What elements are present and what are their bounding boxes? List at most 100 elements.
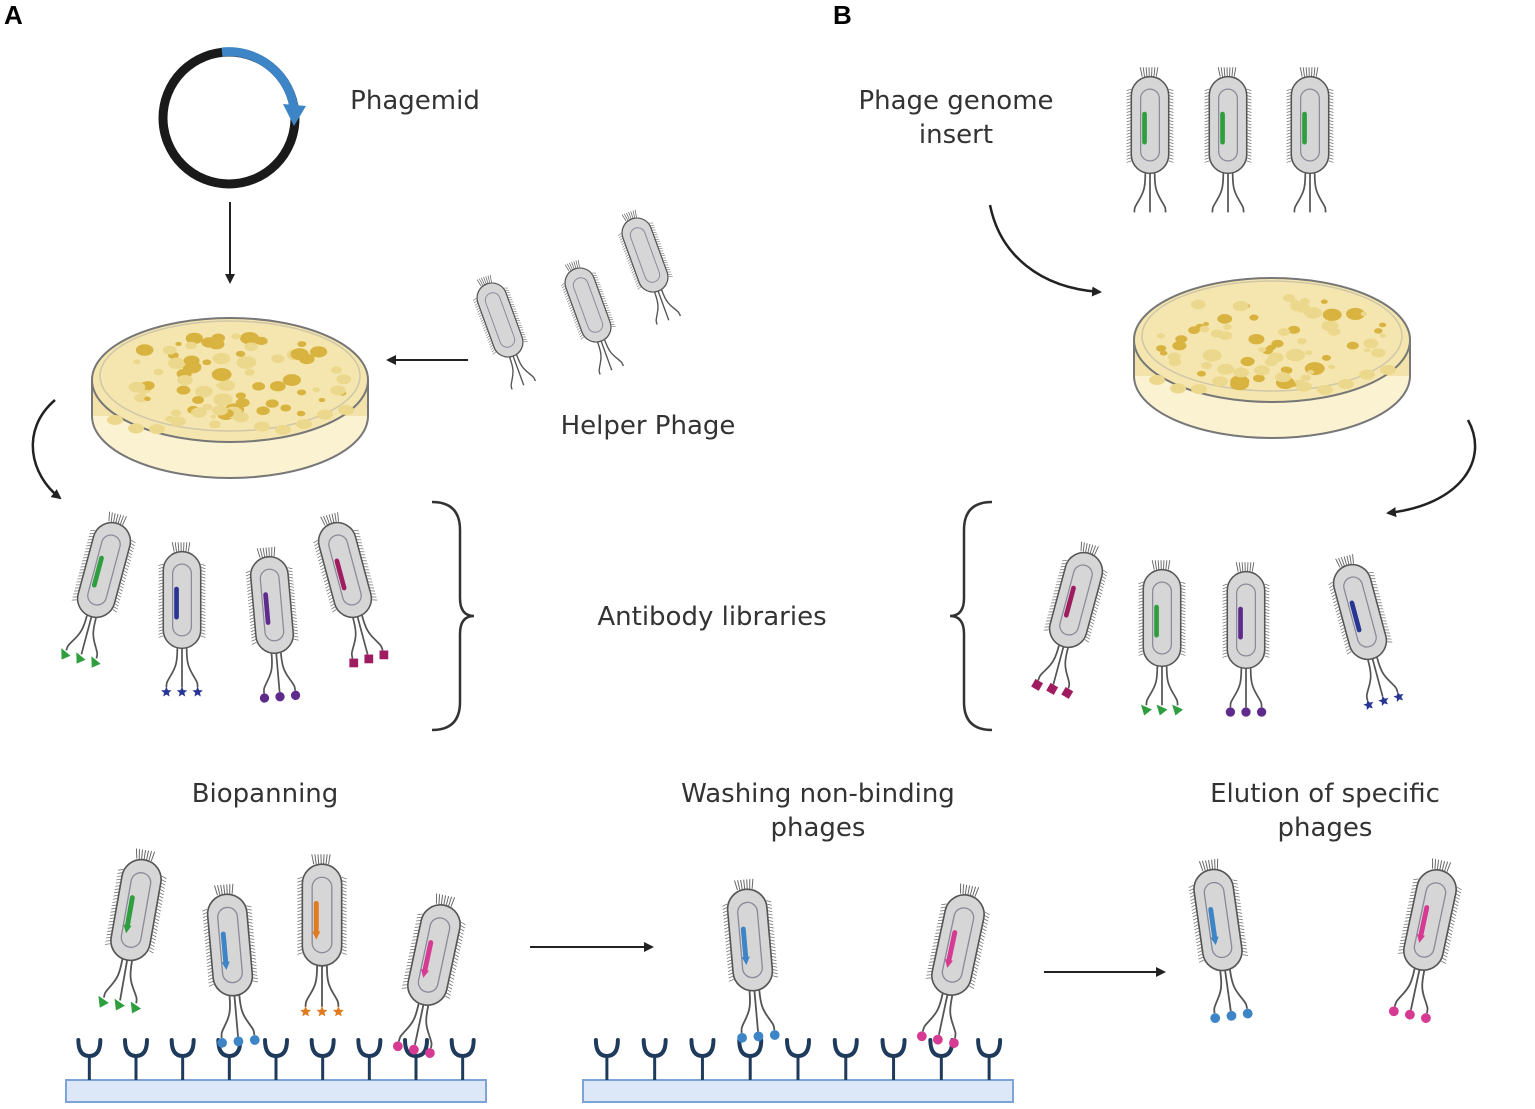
tail-fiber xyxy=(754,991,758,1032)
colony xyxy=(236,351,245,357)
colony xyxy=(254,422,270,432)
colony xyxy=(1361,312,1368,316)
helper-phage xyxy=(555,256,629,377)
colony xyxy=(1200,326,1210,333)
label-washing: Washing non-binding phages xyxy=(660,777,976,845)
tail-fiber xyxy=(1209,971,1226,1013)
ball-tip xyxy=(249,1035,260,1046)
colony xyxy=(270,381,286,391)
colony xyxy=(1296,382,1312,392)
colony xyxy=(213,393,232,406)
colony xyxy=(1249,315,1258,321)
phage-capsid xyxy=(1227,572,1264,669)
colony xyxy=(129,382,146,393)
star-tip xyxy=(192,687,202,697)
square-tip xyxy=(1046,683,1058,695)
ball-tip xyxy=(1420,1012,1432,1024)
square-tip xyxy=(1031,679,1043,691)
phage-capsid xyxy=(618,214,672,296)
colony xyxy=(1328,365,1335,370)
star-tip xyxy=(317,1006,328,1016)
biopanning-phage-blue xyxy=(200,882,263,1048)
colony xyxy=(236,398,250,407)
colony xyxy=(1359,370,1375,380)
colony xyxy=(1275,372,1291,382)
colony xyxy=(1149,375,1165,385)
triangle-tip xyxy=(58,648,71,661)
gene-insert xyxy=(743,929,746,958)
colony xyxy=(271,354,284,363)
library-phage-green xyxy=(56,508,141,670)
triangle-tip xyxy=(96,996,109,1009)
colony xyxy=(1286,349,1305,362)
tail-fiber xyxy=(218,996,233,1038)
ball-tip xyxy=(1388,1005,1400,1017)
tail-fiber xyxy=(1053,647,1063,685)
colony xyxy=(1267,345,1276,351)
label-biopanning: Biopanning xyxy=(170,777,360,811)
antigen-receptor-cup xyxy=(265,1040,287,1056)
colony xyxy=(1212,376,1228,386)
colony xyxy=(319,398,325,402)
library-phage-purple xyxy=(1223,562,1270,716)
antigen-receptor-cup xyxy=(691,1040,713,1056)
ball-tip xyxy=(1257,707,1266,716)
square-tip xyxy=(380,650,389,659)
triangle-tip xyxy=(89,656,102,669)
colony xyxy=(1300,298,1310,305)
colony xyxy=(1321,299,1328,304)
colony xyxy=(331,366,342,373)
tail-fiber xyxy=(104,957,122,999)
colony xyxy=(297,411,304,415)
tail-fiber xyxy=(276,653,279,692)
star-tip xyxy=(300,1006,311,1016)
tail-fiber xyxy=(187,648,198,687)
colony xyxy=(107,415,123,425)
antigen-receptor-cup xyxy=(883,1040,905,1056)
colony xyxy=(317,410,333,420)
ball-tip xyxy=(259,693,269,703)
colony xyxy=(186,333,203,344)
label-phage-genome-insert: Phage genome insert xyxy=(840,84,1072,152)
ball-tip xyxy=(233,1036,244,1047)
phage-capsid xyxy=(1143,570,1180,667)
tail-fiber xyxy=(1294,173,1305,212)
phage-capsid xyxy=(1291,77,1328,174)
colony xyxy=(338,405,354,415)
phage-capsid xyxy=(473,279,527,361)
phage-capsid xyxy=(302,864,341,966)
culture-dish-b xyxy=(1134,278,1410,438)
biopanning-phage-pink xyxy=(389,891,471,1060)
helper-phage xyxy=(612,206,686,327)
biopanning-phage-orange xyxy=(297,854,346,1016)
star-tip xyxy=(333,1006,344,1016)
ball-tip xyxy=(291,690,301,700)
colony xyxy=(1248,334,1264,344)
colony xyxy=(163,346,177,355)
ball-tip xyxy=(1241,707,1250,716)
arrow-insert-to-dish xyxy=(990,205,1100,292)
antigen-receptor-cup xyxy=(452,1040,474,1056)
colony xyxy=(1191,300,1206,310)
culture-dish-a xyxy=(92,318,368,478)
colony xyxy=(1258,347,1266,352)
colony xyxy=(184,355,200,365)
phage-capsid xyxy=(108,857,164,964)
binding-surface xyxy=(66,1080,486,1102)
gene-insert xyxy=(223,934,226,963)
tail-fiber xyxy=(1155,173,1166,212)
tail-fiber xyxy=(1212,173,1223,212)
bound-phage-pink xyxy=(913,881,995,1050)
library-phage-magenta xyxy=(1028,538,1113,700)
phage-capsid xyxy=(561,264,615,346)
colony xyxy=(244,369,254,376)
colony xyxy=(1254,365,1270,375)
colony xyxy=(128,423,144,433)
right-brace xyxy=(432,502,474,730)
tail-fiber xyxy=(501,357,520,389)
label-antibody-libraries: Antibody libraries xyxy=(582,600,842,634)
ball-tip xyxy=(1242,1008,1253,1019)
tail-fiber xyxy=(662,287,681,319)
colony xyxy=(170,416,186,426)
tail-fiber xyxy=(81,617,91,655)
